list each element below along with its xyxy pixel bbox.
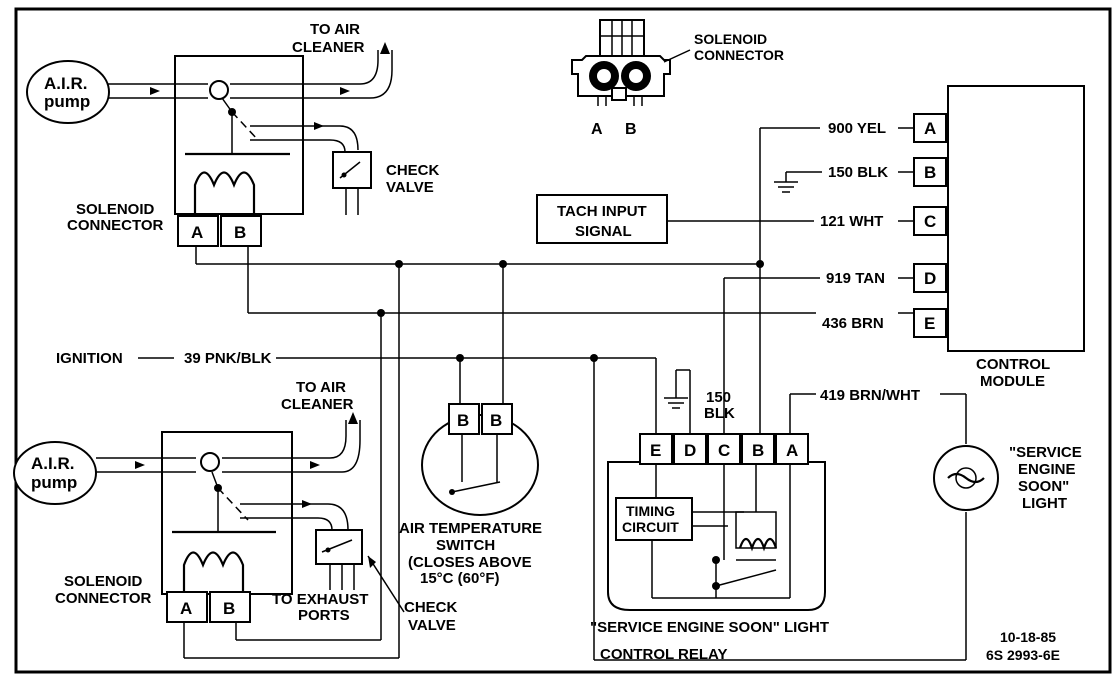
air-temp-label-1: AIR TEMPERATURE xyxy=(399,520,542,537)
module-pin-e-box xyxy=(913,308,947,338)
pictorial-solenoid-label-1: SOLENOID xyxy=(694,31,767,47)
to-exhaust-label-2: PORTS xyxy=(298,607,350,624)
wire-39-label: 39 PNK/BLK xyxy=(184,350,272,367)
relay-pin-e: E xyxy=(650,441,661,460)
bottom-air-assembly: A.I.R. pump xyxy=(13,412,405,659)
top-air-pump-label-2: pump xyxy=(44,92,90,111)
top-air-assembly: A.I.R. pump xyxy=(26,42,393,247)
wire-419-label: 419 BRN/WHT xyxy=(820,387,920,404)
ses-light-label-2: ENGINE xyxy=(1018,461,1076,478)
timing-circuit-label-2: CIRCUIT xyxy=(622,519,679,535)
control-module xyxy=(913,85,1085,352)
module-pin-c: C xyxy=(924,212,936,231)
top-valve-body xyxy=(174,55,304,215)
relay-pin-b: B xyxy=(752,441,764,460)
diagram-date: 10-18-85 xyxy=(1000,629,1056,645)
module-pin-b-box xyxy=(913,157,947,187)
top-check-valve xyxy=(332,151,372,189)
module-pin-b: B xyxy=(924,163,936,182)
bottom-air-pump xyxy=(13,441,97,505)
control-module-body xyxy=(947,85,1085,352)
relay-pin-a: A xyxy=(786,441,798,460)
to-exhaust-label-1: TO EXHAUST xyxy=(272,591,368,608)
module-pin-d: D xyxy=(924,269,936,288)
top-to-air-cleaner-1: TO AIR xyxy=(310,21,360,38)
top-connector-pin-b: B xyxy=(234,223,246,242)
top-solenoid-connector-label-2: CONNECTOR xyxy=(67,217,164,234)
bottom-air-pump-label-2: pump xyxy=(31,473,77,492)
wire-919-label: 919 TAN xyxy=(826,270,885,287)
relay-pin-c: C xyxy=(718,441,730,460)
ses-relay-caption: "SERVICE ENGINE SOON" LIGHT xyxy=(590,619,829,636)
bottom-to-air-cleaner-1: TO AIR xyxy=(296,379,346,396)
wire-436-label: 436 BRN xyxy=(822,315,884,332)
top-air-pump-label-1: A.I.R. xyxy=(44,74,87,93)
tach-input-label-1: TACH INPUT xyxy=(557,203,647,220)
ignition-label: IGNITION xyxy=(56,350,123,367)
control-module-label-1: CONTROL xyxy=(976,356,1050,373)
pictorial-pin-a: A xyxy=(591,121,603,138)
wire-121-label: 121 WHT xyxy=(820,213,883,230)
top-solenoid-connector-b xyxy=(220,215,262,247)
module-pin-a-box xyxy=(913,113,947,143)
ses-light-label-1: "SERVICE xyxy=(1009,444,1082,461)
air-temp-label-3: (CLOSES ABOVE xyxy=(408,554,532,571)
bottom-solenoid-connector-a xyxy=(166,591,208,623)
air-temp-label-4: 15°C (60°F) xyxy=(420,570,500,587)
top-check-valve-label-2: VALVE xyxy=(386,179,434,196)
diagram-border xyxy=(14,7,1112,674)
top-connector-pin-a: A xyxy=(191,223,203,242)
bottom-valve-body xyxy=(161,431,293,595)
timing-circuit-label-1: TIMING xyxy=(626,503,675,519)
bottom-check-valve-label-1: CHECK xyxy=(404,599,458,616)
control-module-label-2: MODULE xyxy=(980,373,1045,390)
tach-input-box xyxy=(536,194,668,244)
module-pin-a: A xyxy=(924,119,936,138)
bottom-to-air-cleaner-2: CLEANER xyxy=(281,396,354,413)
relay-ground-label-2: BLK xyxy=(704,405,735,422)
bottom-check-valve-label-2: VALVE xyxy=(408,617,456,634)
temp-switch-pin-b1: B xyxy=(457,411,469,430)
wire-150-label: 150 BLK xyxy=(828,164,888,181)
module-wires xyxy=(248,127,914,434)
bottom-solenoid-connector-b xyxy=(209,591,251,623)
bottom-connector-pin-a: A xyxy=(180,599,192,618)
relay-ground-label-1: 150 xyxy=(706,389,731,406)
bottom-solenoid-connector-label-1: SOLENOID xyxy=(64,573,143,590)
bottom-air-pump-label-1: A.I.R. xyxy=(31,454,74,473)
tach-input-label-2: SIGNAL xyxy=(575,223,632,240)
top-check-valve-label-1: CHECK xyxy=(386,162,440,179)
air-temp-label-2: SWITCH xyxy=(436,537,495,554)
ses-light-label-3: SOON" xyxy=(1018,478,1069,495)
solenoid-connector-pictorial xyxy=(571,19,691,106)
control-relay xyxy=(607,433,826,611)
harness-wires xyxy=(138,246,967,661)
bottom-solenoid-connector-label-2: CONNECTOR xyxy=(55,590,152,607)
relay-pin-d: D xyxy=(684,441,696,460)
top-solenoid-connector-a xyxy=(177,215,219,247)
air-temperature-switch xyxy=(421,403,539,516)
ses-light xyxy=(933,445,999,511)
top-solenoid-connector-label-1: SOLENOID xyxy=(76,201,155,218)
module-pin-e: E xyxy=(924,314,935,333)
top-air-pump xyxy=(26,60,110,124)
ses-light-label-4: LIGHT xyxy=(1022,495,1067,512)
timing-circuit-box xyxy=(615,497,693,541)
pictorial-pin-b: B xyxy=(625,121,637,138)
figure-number: 6S 2993-6E xyxy=(986,647,1060,663)
wire-900-label: 900 YEL xyxy=(828,120,886,137)
pictorial-solenoid-label-2: CONNECTOR xyxy=(694,47,784,63)
bottom-check-valve xyxy=(315,529,363,565)
bottom-connector-pin-b: B xyxy=(223,599,235,618)
control-relay-label: CONTROL RELAY xyxy=(600,646,728,663)
temp-switch-pin-b2: B xyxy=(490,411,502,430)
top-to-air-cleaner-2: CLEANER xyxy=(292,39,365,56)
module-pin-d-box xyxy=(913,263,947,293)
